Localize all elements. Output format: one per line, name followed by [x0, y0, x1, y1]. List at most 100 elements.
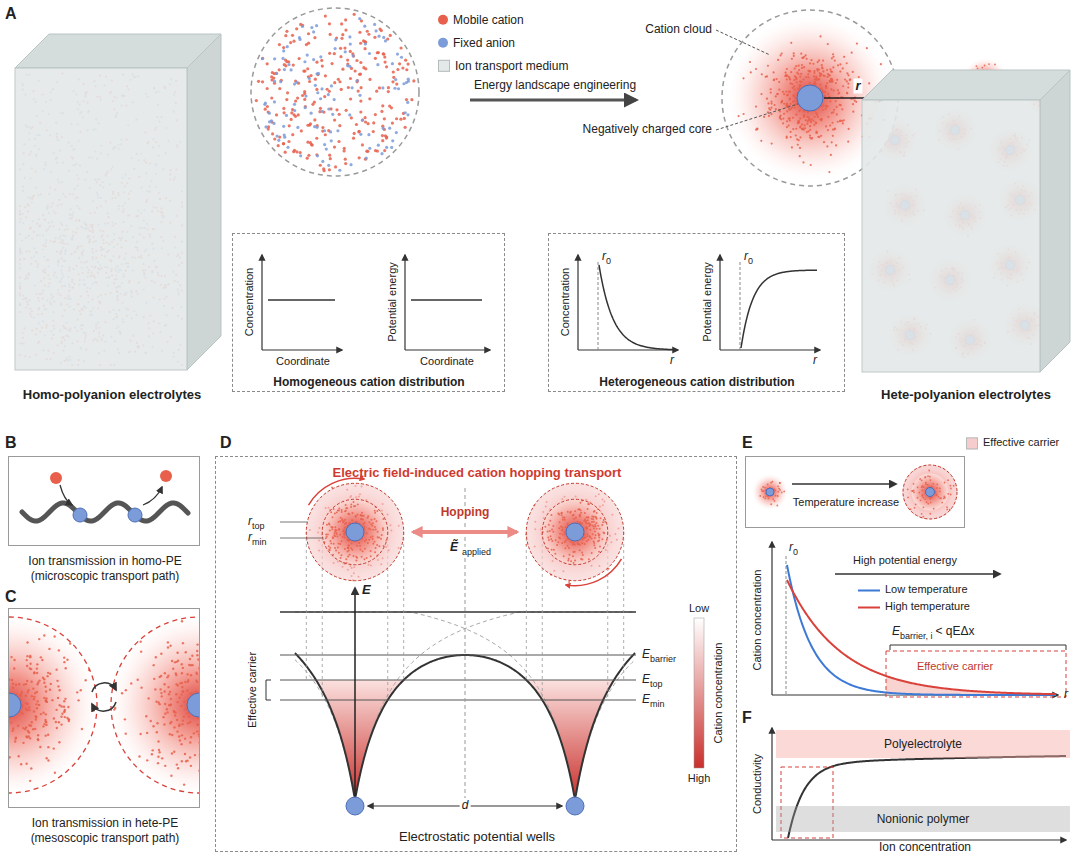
ion-dot	[303, 60, 306, 63]
ion-dot	[381, 139, 384, 142]
ion-dot	[368, 78, 371, 81]
ion-dot	[390, 146, 393, 149]
ion-dot	[319, 97, 322, 100]
ion-dot	[360, 86, 363, 89]
ion-dot	[339, 47, 342, 50]
ion-dot	[353, 13, 356, 16]
ion-dot	[384, 60, 387, 63]
ion-dot	[377, 51, 380, 54]
ion-dot	[277, 139, 280, 142]
ion-dot	[368, 52, 371, 55]
ion-dot	[395, 82, 398, 85]
ion-dot	[387, 90, 390, 93]
ion-dot	[301, 25, 304, 28]
ion-dot	[337, 140, 340, 143]
ion-dot	[283, 63, 286, 66]
ion-dot	[275, 134, 278, 137]
ion-dot	[295, 81, 298, 84]
ion-dot	[282, 46, 285, 49]
ion-dot	[358, 94, 361, 97]
ion-dot	[264, 108, 267, 111]
ion-dot	[272, 122, 275, 125]
ion-dot	[395, 117, 398, 120]
ion-dot	[344, 28, 347, 31]
ion-dot	[326, 88, 329, 91]
ion-dot	[313, 118, 316, 121]
ion-dot	[367, 33, 370, 36]
ion-dot	[282, 125, 285, 128]
ion-dot	[327, 164, 330, 167]
ion-dot	[255, 99, 258, 102]
ion-dot	[281, 57, 284, 60]
ion-dot	[306, 67, 309, 70]
ion-dot	[364, 47, 367, 50]
ion-dot	[330, 139, 333, 142]
ion-dot	[310, 26, 313, 29]
ion-dot	[294, 115, 297, 118]
ion-dot	[368, 97, 371, 100]
ion-dot	[284, 151, 287, 154]
ion-dot	[399, 46, 402, 49]
ion-dot	[304, 94, 307, 97]
ion-dot	[349, 77, 352, 80]
ion-dot	[292, 64, 295, 67]
ion-dot	[316, 91, 319, 94]
ion-dot	[306, 53, 309, 56]
ion-dot	[406, 101, 409, 104]
ion-dot	[273, 80, 276, 83]
ion-dot	[312, 30, 315, 33]
ion-dot	[395, 131, 398, 134]
ion-dot	[385, 65, 388, 68]
ion-dot	[349, 163, 352, 166]
ion-dot	[343, 47, 346, 50]
ion-dot	[394, 78, 397, 81]
ion-dot	[381, 104, 384, 107]
ion-dot	[344, 162, 347, 165]
ion-dot	[406, 62, 409, 65]
ion-dot	[315, 72, 318, 75]
ion-dot	[261, 80, 264, 83]
ion-dot	[335, 108, 338, 111]
ion-dot	[333, 98, 336, 101]
ion-dot	[337, 78, 340, 81]
ion-dot	[293, 149, 296, 152]
ion-dot	[353, 132, 356, 135]
ion-dot	[303, 98, 306, 101]
ion-dot	[313, 36, 316, 39]
ion-dot	[340, 22, 343, 25]
ion-dot	[288, 124, 291, 127]
ion-dot	[282, 142, 285, 145]
ion-dot	[355, 59, 358, 62]
ion-dot	[374, 57, 377, 60]
ion-dot	[345, 109, 348, 112]
ion-dot	[268, 112, 271, 115]
ion-dot	[351, 86, 354, 89]
ion-dot	[383, 149, 386, 152]
ion-dot	[275, 72, 278, 75]
ion-dot	[352, 54, 355, 57]
ion-dot	[319, 164, 322, 167]
ion-dot	[328, 22, 331, 25]
ion-dot	[309, 141, 312, 144]
ion-dot	[323, 143, 326, 146]
ion-dot	[270, 96, 273, 99]
ion-dot	[329, 157, 332, 160]
ion-dot	[410, 98, 413, 101]
ion-dot	[385, 146, 388, 149]
ion-dot	[278, 87, 281, 90]
ion-dot	[328, 168, 331, 171]
ion-dot	[352, 137, 355, 140]
ion-dot	[333, 52, 336, 55]
ion-dot	[399, 118, 402, 121]
ion-dot	[278, 68, 281, 71]
ion-dot	[264, 125, 267, 128]
ion-dot	[358, 156, 361, 159]
ion-dot	[307, 154, 310, 157]
ion-dot	[314, 78, 317, 81]
ion-dot	[321, 160, 324, 163]
ion-dot	[323, 129, 326, 132]
ion-dot	[348, 113, 351, 116]
ion-dot	[338, 169, 341, 172]
ion-dot	[324, 74, 327, 77]
ion-dot	[329, 33, 332, 36]
